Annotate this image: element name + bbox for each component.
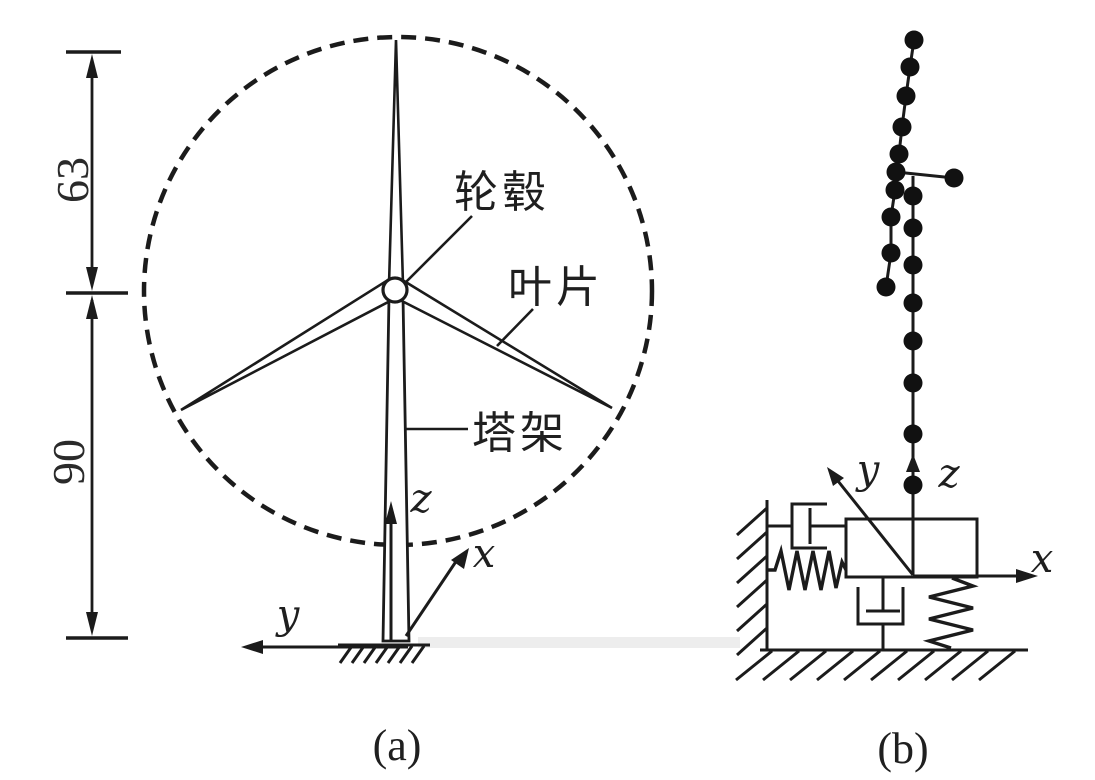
dim-arrow-90-down [86, 612, 98, 636]
x-axis-arrow-a [451, 548, 469, 569]
wall-hatch [735, 506, 769, 657]
mass-node [889, 144, 909, 164]
horizontal-damper [767, 502, 846, 550]
mass-node [903, 475, 923, 495]
dim-arrow-63-up [86, 54, 98, 78]
hub-node [886, 162, 906, 182]
mass-node [892, 117, 912, 137]
mass-node [903, 255, 923, 275]
z-axis-label-a: z [409, 476, 432, 522]
mass-node [896, 86, 916, 106]
vertical-spring [922, 576, 979, 650]
y-axis-arrow-b [827, 467, 844, 486]
mass-node [903, 424, 923, 444]
mass-node [881, 243, 901, 263]
hub-leader-line [403, 215, 473, 285]
z-axis-label-b: z [937, 451, 960, 497]
x-axis-line-a [404, 556, 461, 637]
mass-node [881, 207, 901, 227]
x-axis-label-a: x [473, 531, 496, 577]
x-axis-label-b: x [1031, 536, 1054, 582]
horizontal-spring [768, 544, 848, 591]
mass-node [903, 373, 923, 393]
y-axis-label-b: y [855, 447, 881, 493]
dim-value-blade: 63 [47, 157, 98, 203]
mass-node [885, 180, 905, 200]
mass-node [904, 30, 924, 50]
caption-b: (b) [877, 724, 928, 773]
mass-node [903, 218, 923, 238]
blade-up [387, 39, 405, 287]
dim-arrow-63-down [86, 267, 98, 291]
ground-shadow [418, 637, 740, 648]
blade-left [180, 278, 396, 412]
tower [381, 295, 411, 643]
panel-b: z x y [735, 30, 1054, 773]
mass-node [903, 186, 923, 206]
dimension-lines: 63 90 [43, 50, 128, 640]
z-axis-arrow-a [385, 501, 397, 524]
x-axis-arrow-b [1016, 569, 1038, 583]
ground-hatch-b [735, 649, 1016, 682]
tower-label: 塔架 [472, 408, 568, 459]
mass-node [900, 57, 920, 77]
caption-a: (a) [373, 721, 422, 770]
axes-a: z x y [241, 476, 495, 654]
y-axis-line-b [832, 475, 915, 576]
blade-leader-line [496, 308, 534, 347]
mass-node [903, 331, 923, 351]
panel-a: 轮毂 叶片 塔架 63 90 z x y [43, 34, 740, 770]
blade-chain-right-line [895, 170, 955, 180]
vertical-damper [856, 577, 905, 650]
mass-node [876, 277, 896, 297]
blade-label: 叶片 [508, 262, 604, 313]
dim-value-hub-height: 90 [43, 439, 94, 485]
z-axis-arrow-b [906, 454, 920, 472]
mass-node [903, 293, 923, 313]
ground-a [338, 643, 430, 664]
mass-nodes [876, 30, 964, 495]
mass-node [944, 168, 964, 188]
ground-hatch-a [338, 645, 426, 664]
y-axis-label-a: y [275, 592, 301, 638]
hub-label: 轮毂 [454, 167, 550, 218]
y-axis-arrow-a [241, 640, 263, 654]
dim-arrow-90-up [86, 295, 98, 319]
hub-circle [381, 276, 409, 304]
